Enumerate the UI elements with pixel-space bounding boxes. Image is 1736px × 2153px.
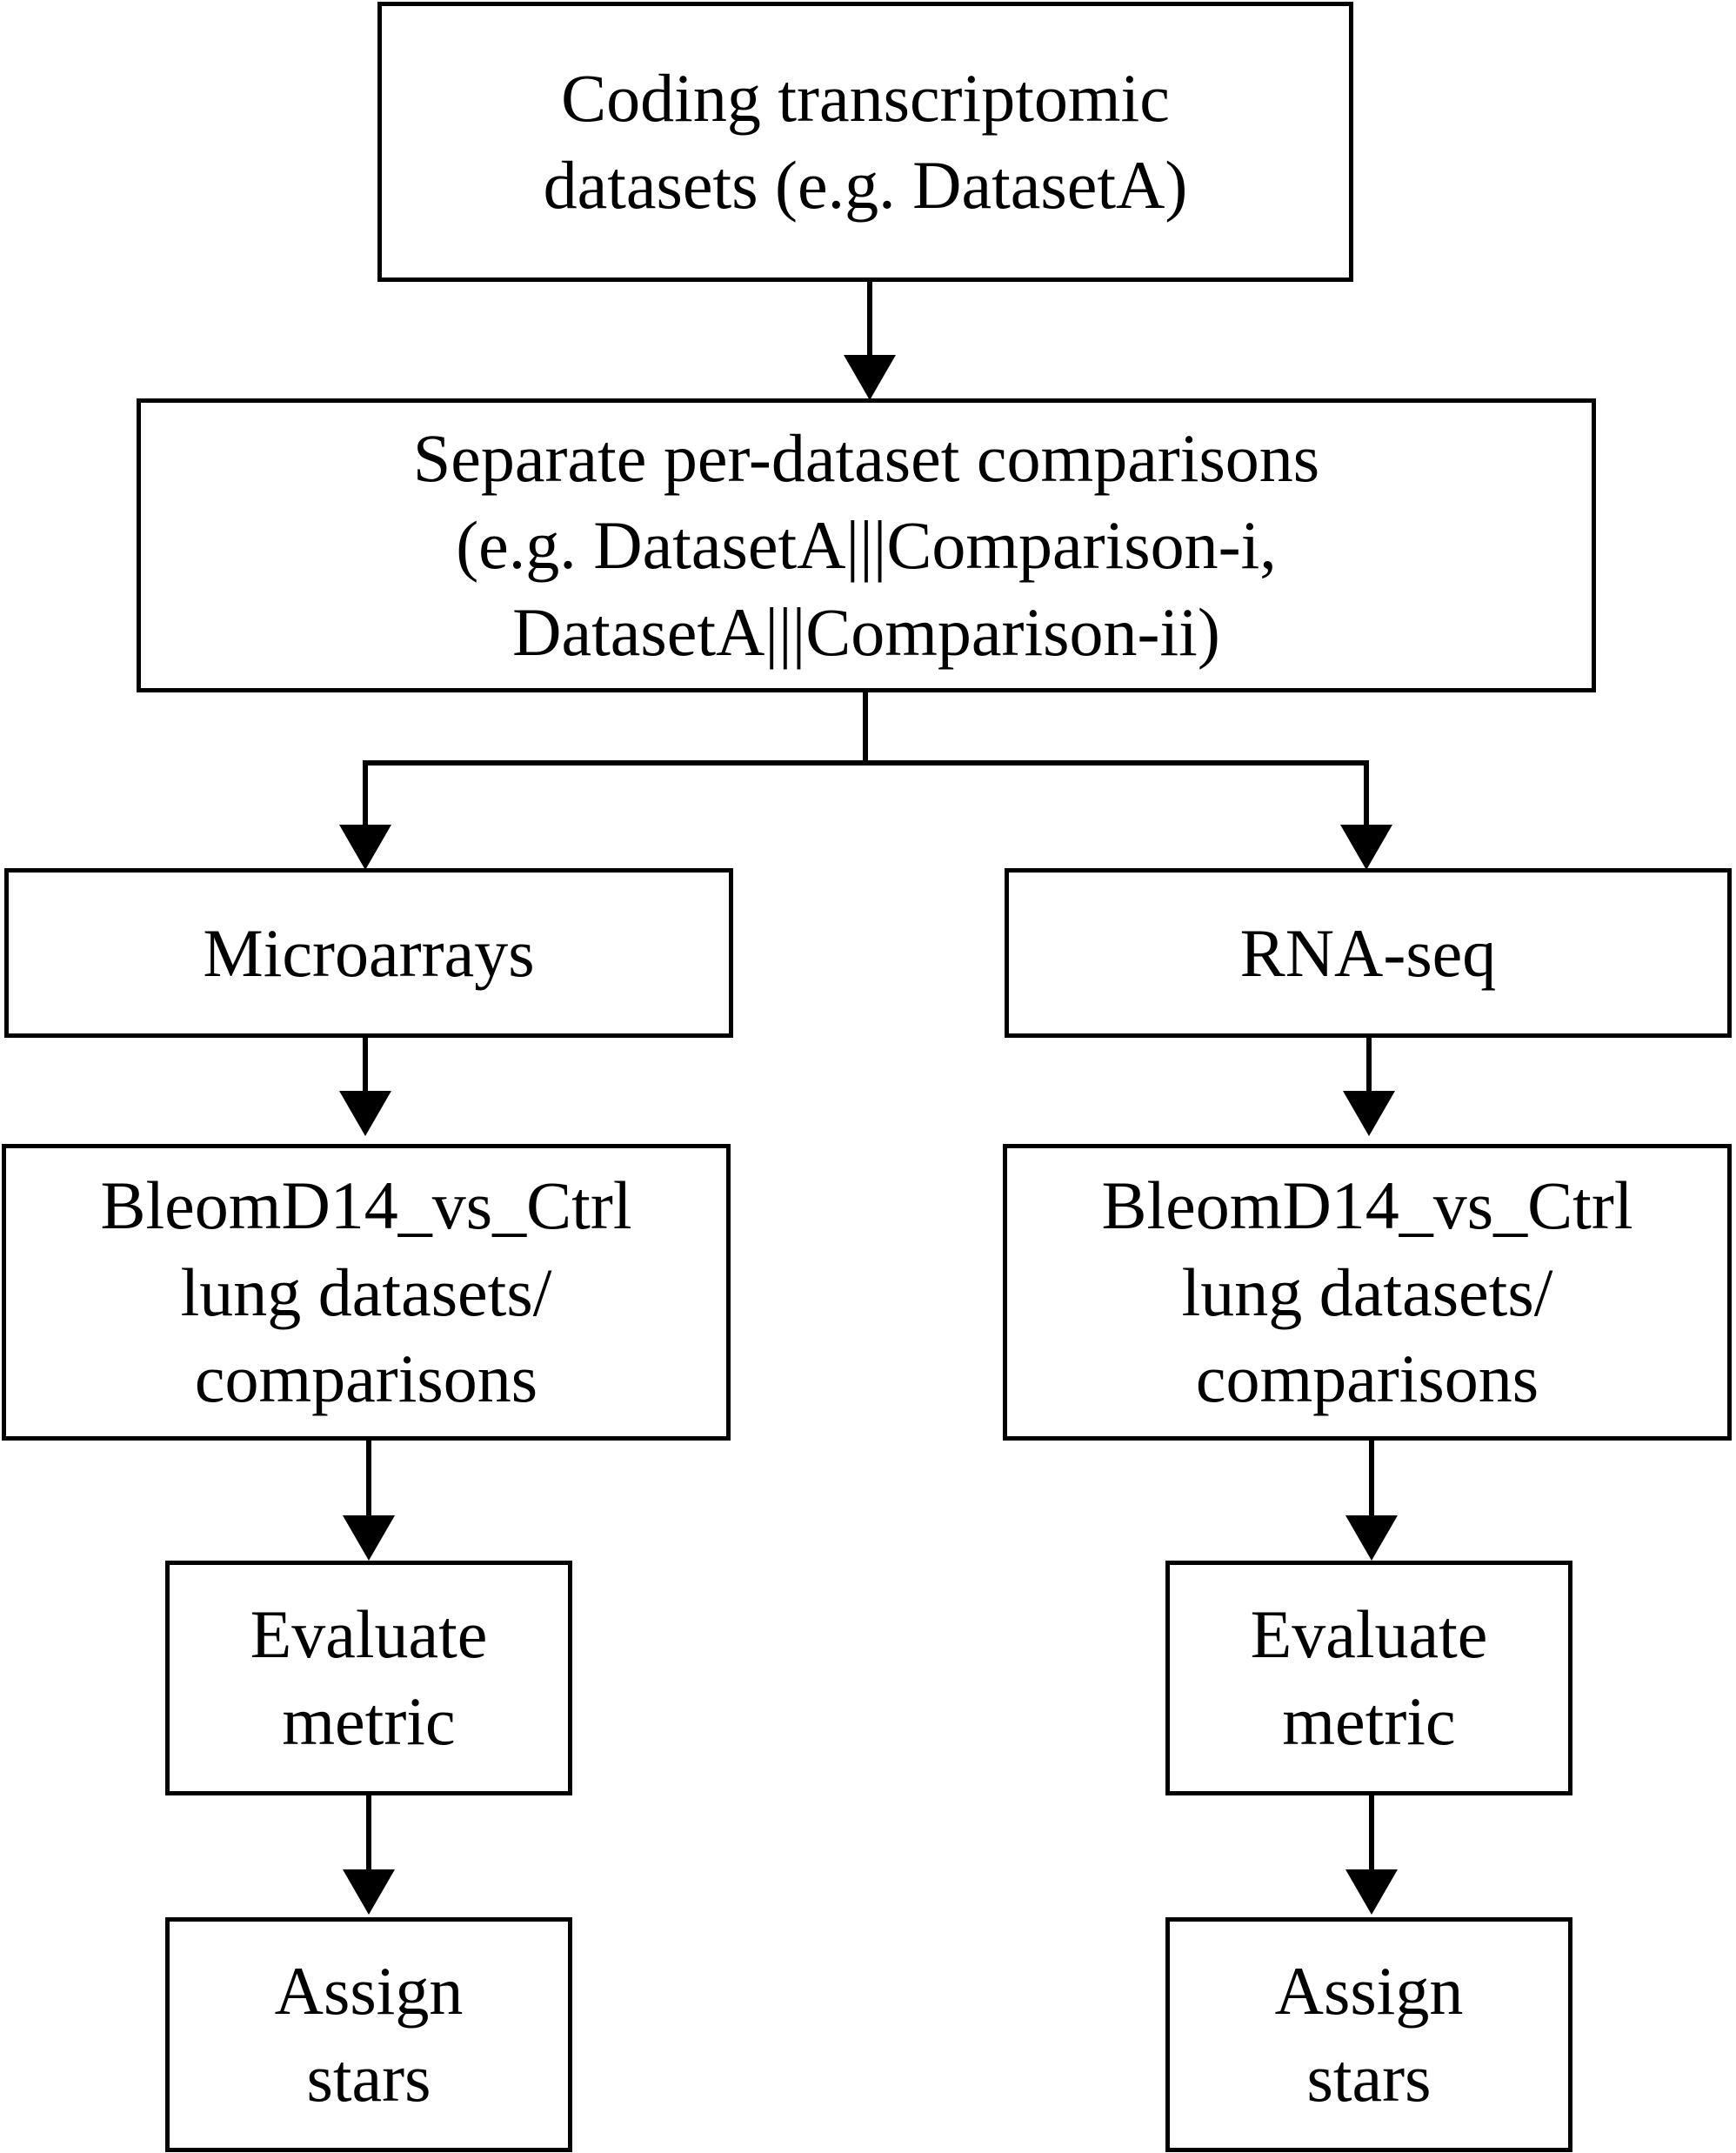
connector-branch-right (1364, 760, 1369, 826)
connector-branch-left (363, 760, 368, 826)
node-rnaseq-label: RNA-seq (1239, 914, 1497, 991)
node-rna-assign-stars: Assign stars (1165, 1917, 1572, 2152)
node-comparisons-line-3: DatasetA|||Comparison-ii) (512, 593, 1220, 670)
node-rnaseq: RNA-seq (1005, 868, 1732, 1038)
arrowhead-micro-lung (339, 1091, 391, 1136)
node-rna-lung-line-2: lung datasets/ (1181, 1254, 1553, 1330)
node-rna-stars-line-1: Assign (1274, 1953, 1464, 2029)
node-micro-eval-line-2: metric (282, 1683, 456, 1759)
connector-branch-horizontal (363, 760, 1369, 766)
node-micro-stars-line-2: stars (306, 2040, 431, 2116)
node-comparisons-line-2: (e.g. DatasetA|||Comparison-i, (456, 507, 1277, 584)
node-coding-transcriptomic-datasets: Coding transcriptomic datasets (e.g. Dat… (377, 2, 1353, 282)
node-rna-stars-line-2: stars (1306, 2040, 1432, 2116)
node-datasets-line-2: datasets (e.g. DatasetA) (543, 147, 1188, 223)
node-micro-lung-line-1: BleomD14_vs_Ctrl (100, 1167, 632, 1243)
node-rna-lung-line-1: BleomD14_vs_Ctrl (1101, 1167, 1633, 1243)
arrowhead-rna-eval (1345, 1515, 1398, 1561)
node-rna-evaluate-metric: Evaluate metric (1165, 1561, 1572, 1795)
connector-rna-lung-to-eval (1369, 1440, 1374, 1518)
node-rna-eval-line-1: Evaluate (1250, 1596, 1488, 1673)
node-micro-eval-line-1: Evaluate (250, 1596, 488, 1673)
node-comparisons-line-1: Separate per-dataset comparisons (412, 420, 1320, 497)
node-rna-eval-line-2: metric (1282, 1683, 1456, 1759)
arrowhead-rna-lung (1343, 1091, 1395, 1136)
arrowhead-micro-stars (343, 1869, 395, 1915)
connector-rna-eval-to-stars (1369, 1795, 1374, 1873)
arrowhead-micro-eval (343, 1515, 395, 1561)
node-datasets-line-1: Coding transcriptomic (561, 60, 1170, 137)
node-micro-lung-datasets: BleomD14_vs_Ctrl lung datasets/ comparis… (2, 1144, 731, 1441)
node-micro-stars-line-1: Assign (274, 1953, 464, 2029)
node-micro-assign-stars: Assign stars (165, 1917, 572, 2152)
connector-rnaseq-to-lung (1366, 1038, 1372, 1093)
connector-micro-eval-to-stars (366, 1795, 371, 1873)
connector-microarrays-to-lung (363, 1038, 368, 1093)
node-micro-lung-line-3: comparisons (194, 1341, 538, 1417)
connector-comparisons-stem (863, 692, 868, 766)
arrowhead-comparisons (844, 355, 896, 400)
node-microarrays: Microarrays (4, 868, 733, 1038)
node-separate-comparisons: Separate per-dataset comparisons (e.g. D… (137, 398, 1596, 692)
arrowhead-rna-stars (1345, 1869, 1398, 1915)
arrowhead-rnaseq (1340, 825, 1392, 870)
node-microarrays-label: Microarrays (203, 914, 535, 991)
connector-datasets-to-comparisons (867, 281, 872, 359)
arrowhead-microarrays (339, 825, 391, 870)
node-micro-evaluate-metric: Evaluate metric (165, 1561, 572, 1795)
connector-micro-lung-to-eval (366, 1440, 371, 1518)
node-rna-lung-line-3: comparisons (1195, 1341, 1539, 1417)
node-rna-lung-datasets: BleomD14_vs_Ctrl lung datasets/ comparis… (1003, 1144, 1732, 1441)
node-micro-lung-line-2: lung datasets/ (180, 1254, 552, 1330)
